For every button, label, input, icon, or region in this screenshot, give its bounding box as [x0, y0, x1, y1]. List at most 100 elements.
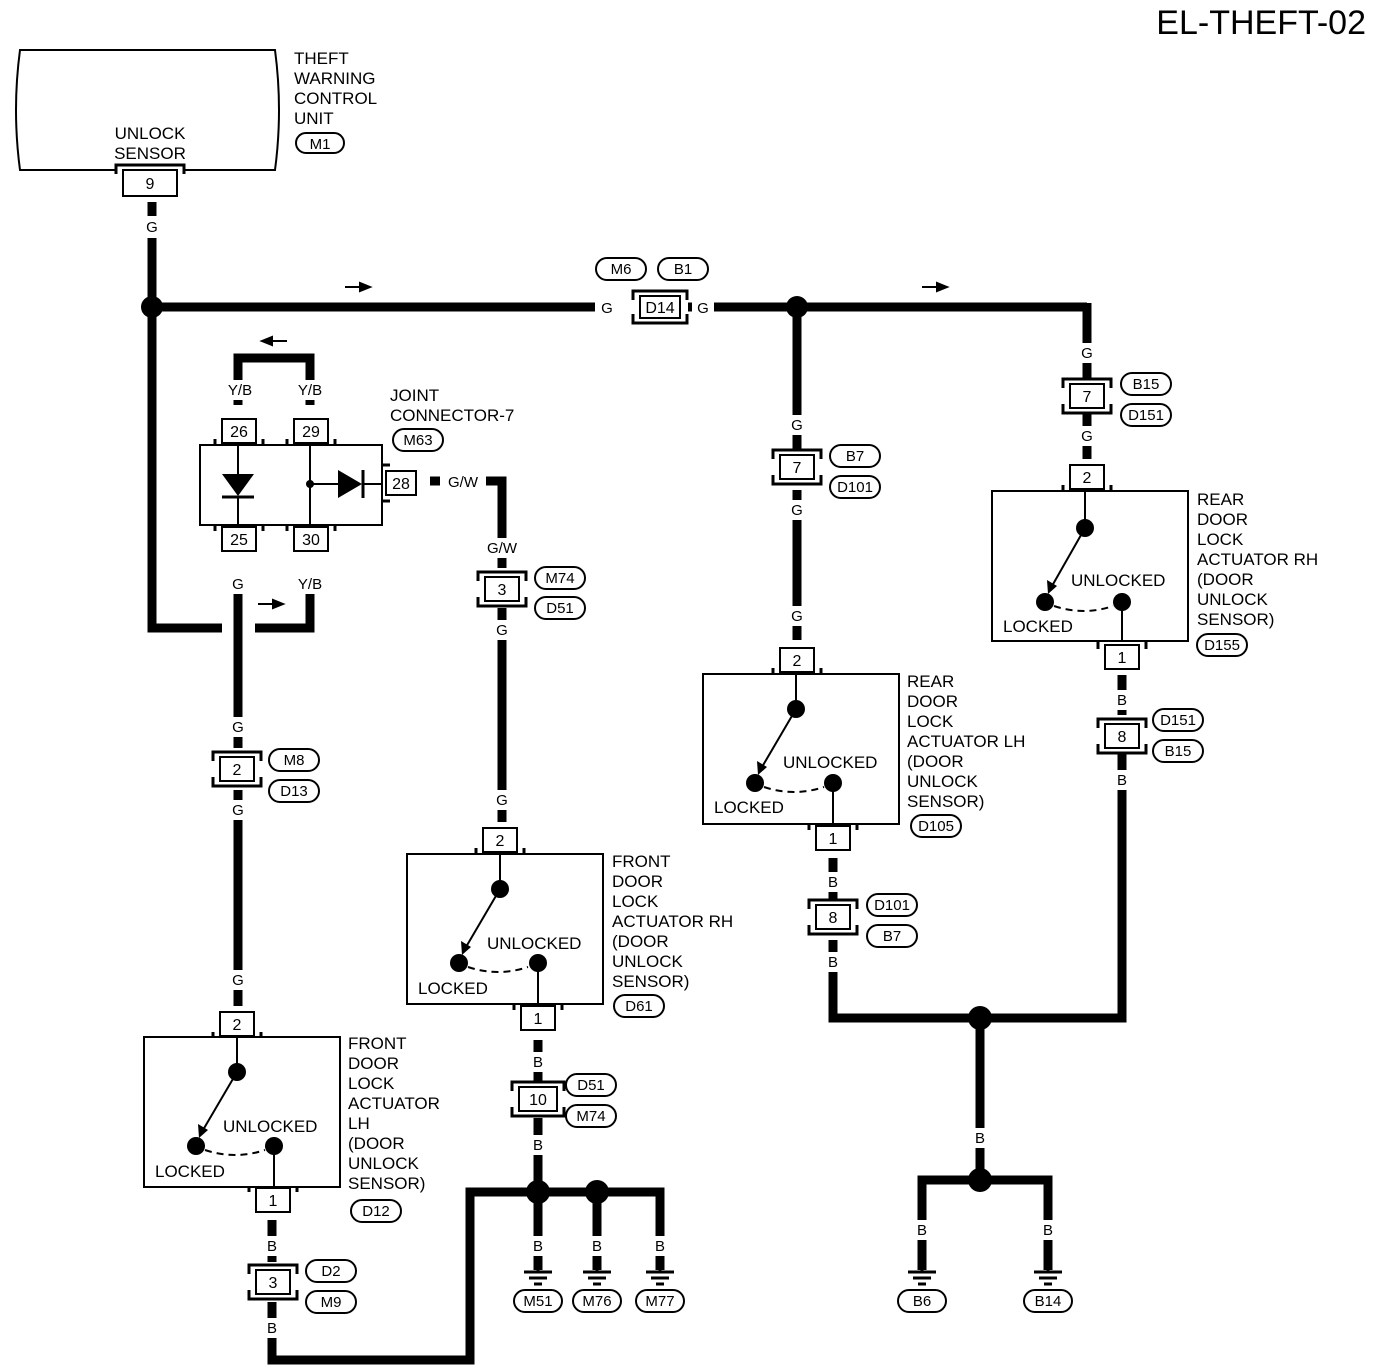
wire-color-label: G/W [448, 474, 479, 491]
wire-color-label: B [267, 1238, 277, 1255]
actuator-name: DOOR [907, 692, 958, 711]
connector-tag: D151 [1120, 403, 1172, 427]
pin-number: 7 [793, 460, 802, 477]
unit-name-line: CONTROL [294, 89, 377, 108]
connector-tag-label: D151 [1160, 712, 1196, 729]
actuator-name: LH [348, 1114, 370, 1133]
pin-number: D14 [645, 300, 674, 317]
pin-number: 1 [269, 1193, 278, 1210]
theft-warning-control-unit: THEFT WARNING CONTROL UNIT M1 UNLOCK SEN… [15, 49, 377, 171]
terminal-label: UNLOCK [115, 124, 187, 143]
connector-tag-label: M6 [611, 261, 632, 278]
connector-tag: D51 [534, 596, 586, 620]
pin-connector: 9 [114, 163, 186, 202]
connector-tag: M9 [305, 1290, 357, 1314]
wire-color-label: G [232, 719, 244, 736]
ground-label: M77 [645, 1293, 674, 1310]
wire-color-label: Y/B [298, 576, 322, 593]
actuator-name: UNLOCK [348, 1154, 420, 1173]
connector-tag-label: D61 [625, 998, 653, 1015]
wire-color-label: B [267, 1320, 277, 1337]
connector-tag: M6 [595, 257, 647, 281]
actuator-rear-rh: UNLOCKED LOCKED REAR DOOR LOCK ACTUATOR … [991, 490, 1318, 642]
wire-color-label: G [791, 502, 803, 519]
wire-color-label: B [917, 1222, 927, 1239]
pin-connector: 30 [285, 520, 337, 557]
pin-connector: 2 [1061, 459, 1113, 496]
locked-label: LOCKED [155, 1162, 225, 1181]
wire-color-label: B [1117, 772, 1127, 789]
actuator-name: (DOOR [1197, 570, 1254, 589]
connector-tag-label: D13 [280, 783, 308, 800]
connector-tag: M74 [534, 566, 586, 590]
wire-color-label: G [791, 417, 803, 434]
connector-tag-label: D105 [918, 818, 954, 835]
connector-tag: B7 [866, 924, 918, 948]
pin-number: 2 [496, 833, 505, 850]
actuator-name: DOOR [348, 1054, 399, 1073]
pin-number: 9 [146, 176, 155, 193]
unlocked-label: UNLOCKED [783, 753, 877, 772]
connector-tag-label: B15 [1165, 743, 1192, 760]
connector-tag-label: M74 [576, 1108, 605, 1125]
ground-label: M51 [523, 1293, 552, 1310]
actuator-name: REAR [1197, 490, 1244, 509]
wire-color-label: B [533, 1238, 543, 1255]
actuator-name: DOOR [612, 872, 663, 891]
pin-connector: 7 [1061, 377, 1113, 415]
locked-label: LOCKED [1003, 617, 1073, 636]
wire-color-label: Y/B [298, 382, 322, 399]
actuator-name: REAR [907, 672, 954, 691]
connector-tag-label: D101 [874, 897, 910, 914]
pin-connector: 7 [771, 448, 823, 486]
wire-color-label: B [592, 1238, 602, 1255]
pin-number: 3 [269, 1275, 278, 1292]
wire-color-label: G [232, 972, 244, 989]
actuator-name: LOCK [907, 712, 954, 731]
unlocked-label: UNLOCKED [223, 1117, 317, 1136]
actuator-name: ACTUATOR RH [612, 912, 733, 931]
diode-down-icon [222, 474, 254, 496]
wire-color-label: B [533, 1054, 543, 1071]
ground-icon: M76 [572, 1260, 622, 1313]
connector-tag: D105 [910, 814, 962, 838]
page-code: EL-THEFT-02 [1156, 4, 1366, 42]
connector-tag: D13 [268, 779, 320, 803]
connector-tag: M63 [392, 428, 444, 452]
pin-connector: D14 [631, 289, 689, 325]
actuator-name: SENSOR) [1197, 610, 1274, 629]
actuator-name: LOCK [612, 892, 659, 911]
connector-tag: D12 [350, 1199, 402, 1223]
actuator-name: (DOOR [348, 1134, 405, 1153]
connector-tag-label: B1 [674, 261, 692, 278]
pin-number: 29 [302, 424, 320, 441]
pin-connector: 2 [211, 750, 263, 788]
wire-color-label: G [232, 576, 244, 593]
pin-number: 2 [793, 653, 802, 670]
actuator-name: ACTUATOR RH [1197, 550, 1318, 569]
connector-tag: M8 [268, 748, 320, 772]
actuator-name: (DOOR [612, 932, 669, 951]
unit-name-line: UNIT [294, 109, 334, 128]
locked-label: LOCKED [714, 798, 784, 817]
pin-connector: 2 [474, 822, 526, 859]
wire-color-label: Y/B [228, 382, 252, 399]
wire-color-label: B [1043, 1222, 1053, 1239]
unit-name-line: THEFT [294, 49, 349, 68]
pin-number: 28 [392, 476, 410, 493]
connector-tag-label: D101 [837, 479, 873, 496]
pin-connector: 8 [807, 898, 859, 936]
pin-connector: 8 [1096, 717, 1148, 755]
wire-color-label: G [791, 608, 803, 625]
pin-number: 10 [529, 1092, 547, 1109]
connector-tag: M74 [565, 1104, 617, 1128]
wire-color-label: G [697, 300, 709, 317]
pin-number: 8 [1118, 729, 1127, 746]
unit-name-line: WARNING [294, 69, 376, 88]
wire-color-label: B [1117, 692, 1127, 709]
wire-color-label: G [1081, 428, 1093, 445]
